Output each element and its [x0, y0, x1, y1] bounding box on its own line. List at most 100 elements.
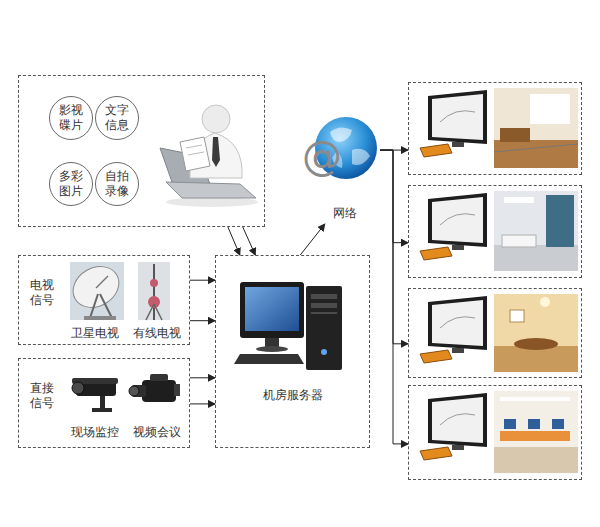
room-display-part	[428, 193, 487, 247]
server-computer-part	[311, 303, 337, 308]
video-camera-part	[150, 374, 168, 381]
satellite-dish-photo-part	[84, 316, 116, 320]
text-slot: 现场监控	[71, 425, 119, 440]
room-display-part	[494, 191, 578, 271]
source-group: 影视碟片文字信息多彩图片自拍录像	[18, 75, 265, 227]
node-label: @	[302, 134, 342, 178]
operator-illustration-part	[202, 105, 230, 133]
text-slot: @	[302, 134, 342, 178]
room-display-part	[440, 214, 475, 225]
tv-signal-group: 电视信号卫星电视有线电视	[18, 255, 190, 345]
room-display-part	[420, 350, 452, 363]
node-label: 电视信号	[29, 278, 54, 308]
text-slot: 多彩图片	[50, 163, 92, 205]
node-label: 多彩图片	[59, 169, 84, 199]
room-display	[420, 191, 578, 271]
terminal-box	[408, 288, 582, 378]
connector-arrow	[228, 227, 240, 255]
text-slot: 直接信号	[29, 381, 54, 411]
server-computer-part	[306, 286, 342, 370]
room-display-part	[552, 419, 564, 429]
server-computer-part	[321, 349, 327, 355]
tv-tower-photo-part	[154, 304, 162, 320]
room-display-part	[494, 447, 578, 473]
room-display-part	[440, 414, 475, 425]
operator-illustration-part	[188, 152, 204, 155]
connector-arrow	[380, 150, 408, 243]
room-display-part	[494, 245, 578, 271]
node-label: 视频会议	[133, 425, 181, 440]
node-label: 网络	[333, 206, 357, 221]
node-label: 自拍录像	[105, 169, 130, 199]
room-display-part	[514, 338, 558, 350]
video-camera	[129, 374, 180, 402]
server-computer-part	[311, 312, 337, 314]
room-display-part	[428, 296, 487, 350]
connector-arrow	[190, 280, 215, 281]
server-computer-part	[256, 346, 288, 352]
text-slot: 影视碟片	[50, 97, 92, 139]
room-display-part	[452, 445, 464, 450]
node-label: 文字信息	[105, 103, 130, 133]
room-display	[420, 391, 578, 473]
tv-tower-photo-part	[146, 304, 154, 320]
video-camera-part	[174, 384, 180, 396]
operator-illustration-part	[212, 137, 220, 167]
room-display-part	[504, 419, 516, 429]
text-slot: 有线电视	[133, 326, 181, 341]
room-display-part	[432, 94, 483, 140]
connector-arrow	[300, 224, 325, 255]
room-display-part	[420, 247, 452, 260]
satellite-dish-photo-part	[100, 294, 112, 318]
text-slot: 文字信息	[96, 97, 138, 139]
server-computer	[234, 282, 342, 370]
connector-arrow	[380, 150, 408, 344]
text-slot: 视频会议	[133, 425, 181, 440]
room-display-part	[452, 348, 464, 353]
server-computer-part	[245, 287, 299, 331]
direct-signal-group: 直接信号现场监控视频会议	[18, 358, 190, 448]
server-computer-part	[240, 282, 304, 338]
server-computer-part	[265, 338, 279, 347]
satellite-dish-photo-part	[66, 259, 127, 316]
node-label: 现场监控	[71, 425, 119, 440]
room-display-part	[494, 144, 578, 152]
text-slot: 网络	[333, 206, 357, 221]
text-slot: 机房服务器	[263, 388, 323, 403]
operator-illustration	[160, 105, 258, 207]
tv-tower-photo-part	[138, 262, 170, 320]
satellite-dish-photo-part	[90, 294, 98, 318]
room-display-part	[500, 128, 530, 142]
room-display-part	[494, 294, 578, 372]
room-display-part	[500, 397, 570, 401]
operator-illustration-part	[180, 137, 210, 171]
node-label: 卫星电视	[71, 326, 119, 341]
node-label: 直接信号	[29, 381, 54, 411]
text-slot: 电视信号	[29, 278, 54, 308]
room-display-part	[452, 142, 464, 147]
room-display-part	[494, 88, 578, 168]
surveillance-camera-part	[100, 396, 105, 408]
surveillance-camera-part	[72, 382, 84, 394]
tv-tower-photo-part	[148, 296, 160, 308]
server-computer-part	[311, 294, 337, 299]
network-globe: @ 网络	[300, 112, 380, 224]
text-slot: 自拍录像	[96, 163, 138, 205]
source-circle: 文字信息	[95, 96, 139, 140]
room-display-part	[440, 111, 475, 122]
room-display-part	[420, 447, 452, 460]
connector-arrow	[190, 320, 215, 321]
tv-tower-photo	[138, 262, 170, 320]
room-display	[420, 294, 578, 372]
surveillance-camera	[72, 378, 118, 412]
node-label: 影视碟片	[59, 103, 84, 133]
source-circle: 影视碟片	[49, 96, 93, 140]
surveillance-camera-part	[92, 408, 112, 412]
terminal-box	[408, 185, 582, 278]
room-display-part	[510, 310, 524, 322]
source-circle: 多彩图片	[49, 162, 93, 206]
room-display-part	[432, 197, 483, 243]
room-display-part	[546, 195, 574, 247]
room-display-part	[452, 245, 464, 250]
